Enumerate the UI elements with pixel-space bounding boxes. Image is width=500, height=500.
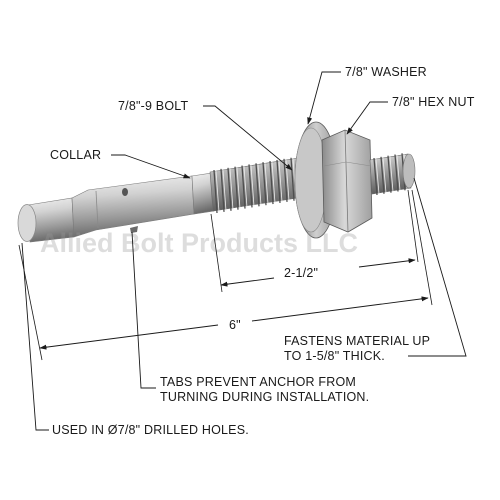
tabs-label-line1: TABS PREVENT ANCHOR FROM: [160, 375, 356, 389]
thread-ridge: [373, 157, 378, 196]
thread-highlight: [229, 168, 234, 210]
thread-dim-ext-left: [210, 213, 223, 293]
collar-seam: [95, 190, 99, 229]
collar-leader: [111, 154, 191, 179]
end-face: [17, 204, 37, 242]
overall-length-label: 6": [229, 318, 241, 332]
collar-tab: [130, 226, 138, 233]
thread-ridge: [241, 165, 246, 209]
overall-dim-line-right: [251, 296, 429, 322]
thread-dim-line-left: [220, 277, 275, 287]
washer-label: 7/8" WASHER: [345, 65, 427, 79]
thread-ridge: [234, 166, 239, 210]
drilled-holes-leader: [21, 242, 49, 431]
fastens-leader: [408, 177, 467, 357]
hex-nut-edge: [344, 129, 349, 233]
thread-ridge: [380, 156, 385, 194]
thread-dim-ext-right: [407, 189, 419, 263]
hex-nut-label: 7/8" HEX NUT: [392, 95, 475, 109]
thread-ridge: [387, 155, 392, 193]
collar-hole: [122, 188, 128, 196]
washer-leader: [307, 71, 341, 125]
thread-highlight: [250, 165, 255, 207]
thread-ridge: [220, 168, 225, 212]
thread-ridge: [262, 162, 267, 206]
tabs-leader: [131, 231, 156, 389]
thread-highlight: [264, 163, 269, 205]
thread-highlight: [236, 167, 241, 209]
thread-highlight: [382, 157, 387, 193]
drilled-holes-label: USED IN Ø7/8" DRILLED HOLES.: [52, 423, 249, 437]
thread-highlight: [243, 166, 248, 208]
thread-ridge: [269, 161, 274, 205]
thread-highlight: [375, 158, 380, 195]
thread-length-label: 2-1/2": [284, 266, 318, 280]
tabs-label-line2: TURNING DURING INSTALLATION.: [160, 390, 369, 404]
thread-end: [402, 153, 416, 189]
thread-ridge: [248, 164, 253, 208]
hex-nut-edge-2: [323, 161, 372, 167]
overall-dim-line-left: [39, 324, 219, 350]
collar-label: COLLAR: [50, 148, 101, 162]
thread-highlight: [257, 164, 262, 206]
bolt-leader: [203, 105, 293, 171]
thread-ridge: [276, 159, 281, 204]
thread-ridge: [255, 163, 260, 207]
thread-highlight: [396, 155, 401, 191]
overall-dim-ext-left: [18, 244, 43, 361]
thread-ridge: [283, 158, 288, 202]
thread-dim-line-right: [358, 258, 416, 268]
thread-ridge: [394, 154, 399, 192]
anchor-body: [17, 121, 416, 243]
thread-highlight: [278, 160, 283, 203]
fastens-label-line2: TO 1-5/8" THICK.: [284, 349, 385, 363]
overall-dim-ext-right: [411, 189, 433, 306]
thread-highlight: [222, 169, 227, 211]
thread-highlight: [215, 170, 220, 213]
thread-highlight: [389, 156, 394, 192]
thread-ridge: [213, 169, 218, 214]
watermark-text: Allied Bolt Products LLC: [40, 228, 358, 258]
thread-highlight: [271, 162, 276, 204]
hex-nut-leader: [346, 101, 388, 135]
thread-ridge: [227, 167, 232, 211]
hex-nut: [321, 129, 373, 233]
bolt-label: 7/8"-9 BOLT: [118, 99, 188, 113]
fastens-label-line1: FASTENS MATERIAL UP: [284, 334, 430, 348]
